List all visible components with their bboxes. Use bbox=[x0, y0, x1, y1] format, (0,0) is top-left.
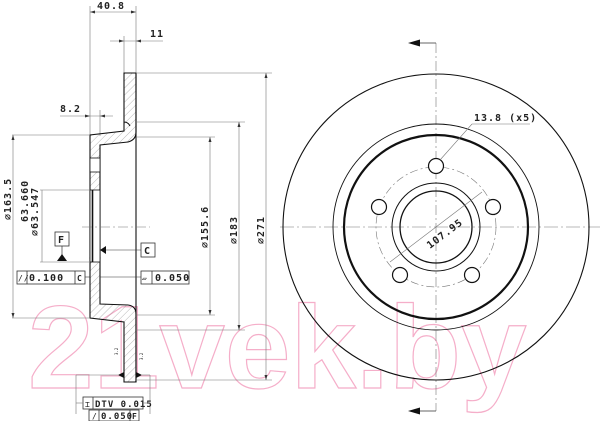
tolerance-parallelism: // 0.100 C bbox=[16, 270, 90, 285]
section-view: ⌀155.6 ⌀183 ⌀271 ⌀163.5 63.660 ⌀63.547 F… bbox=[3, 1, 272, 421]
dim-pcd: 107.95 bbox=[425, 217, 465, 251]
dim-inner-friction-diameter: ⌀155.6 bbox=[200, 206, 211, 248]
dim-overall-height: 40.8 bbox=[97, 1, 125, 12]
svg-text:0.050: 0.050 bbox=[155, 273, 190, 284]
dim-hat-outer-diameter: ⌀183 bbox=[229, 216, 240, 244]
dim-bore-min: ⌀63.547 bbox=[30, 187, 41, 236]
svg-text:/: / bbox=[92, 412, 98, 421]
svg-text:21vek.by: 21vek.by bbox=[28, 282, 527, 414]
dim-hat-diameter: ⌀163.5 bbox=[3, 178, 14, 220]
dim-bore-max: 63.660 bbox=[20, 180, 31, 222]
tolerance-runout: / 0.050 F bbox=[88, 409, 140, 421]
svg-text:0.050: 0.050 bbox=[101, 412, 133, 421]
tolerance-flatness: ▱ 0.050 bbox=[100, 270, 190, 285]
svg-text:⌶: ⌶ bbox=[85, 400, 91, 409]
svg-text://: // bbox=[18, 274, 30, 283]
svg-text:0.100: 0.100 bbox=[29, 273, 64, 284]
svg-text:C: C bbox=[77, 274, 83, 283]
dim-outer-diameter: ⌀271 bbox=[256, 216, 267, 244]
dim-bolt-holes: 13.8 (x5) bbox=[474, 113, 537, 124]
datum-c: C bbox=[144, 246, 151, 257]
svg-text:3.2: 3.2 bbox=[114, 347, 119, 355]
dim-friction-thickness: 11 bbox=[150, 29, 164, 40]
tolerance-dtv: ⌶ DTV 0.015 bbox=[76, 396, 153, 410]
svg-text:F: F bbox=[132, 412, 138, 421]
watermark: 21vek.by bbox=[27, 281, 527, 414]
dim-hub-thickness: 8.2 bbox=[60, 104, 81, 115]
datum-f: F bbox=[58, 235, 65, 246]
svg-text:3.2: 3.2 bbox=[139, 352, 144, 360]
svg-text:▱: ▱ bbox=[142, 274, 148, 283]
svg-text:DTV 0.015: DTV 0.015 bbox=[95, 400, 153, 410]
